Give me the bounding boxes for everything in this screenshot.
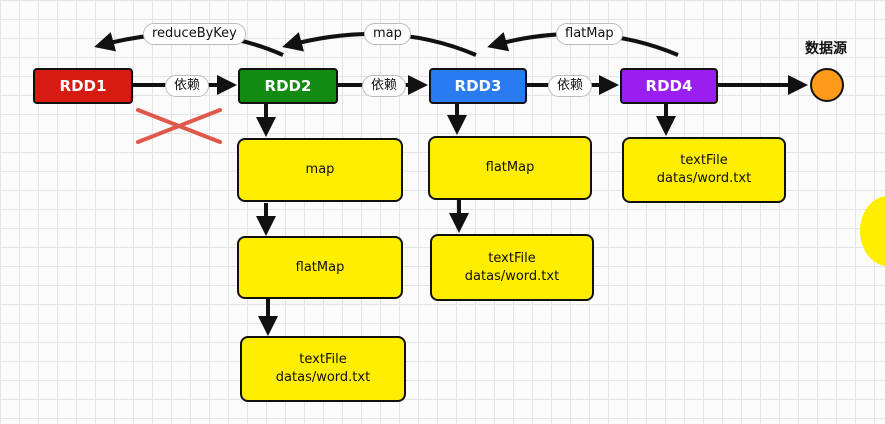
rdd2-op-textfile: textFile datas/word.txt — [240, 336, 406, 402]
rdd3-textfile-line2: datas/word.txt — [464, 268, 560, 284]
rdd3-label: RDD3 — [454, 77, 502, 95]
rdd1-box: RDD1 — [33, 68, 133, 104]
rdd3-textfile-line1: textFile — [488, 250, 536, 266]
rdd3-op-flatmap-label: flatMap — [485, 160, 535, 175]
op-label-map: map — [364, 23, 411, 45]
cross-out-mark — [136, 108, 222, 144]
rdd4-textfile-line2: datas/word.txt — [656, 171, 752, 186]
rdd2-textfile-line1: textFile — [299, 352, 347, 367]
data-source-circle — [810, 68, 844, 102]
dependency-label-3: 依赖 — [548, 75, 593, 97]
op-label-flatmap: flatMap — [556, 23, 623, 45]
dependency-label-1: 依赖 — [165, 75, 210, 97]
rdd2-op-map-label: map — [305, 162, 335, 177]
rdd4-op-textfile: textFile datas/word.txt — [622, 137, 786, 203]
rdd3-op-flatmap: flatMap — [428, 136, 592, 200]
rdd2-textfile-line2: datas/word.txt — [275, 370, 371, 385]
rdd2-label: RDD2 — [264, 77, 312, 95]
rdd4-textfile-line1: textFile — [680, 153, 728, 168]
rdd4-label: RDD4 — [645, 77, 693, 95]
rdd3-op-textfile: textFile datas/word.txt — [430, 234, 594, 301]
rdd3-box: RDD3 — [429, 68, 527, 104]
rdd4-box: RDD4 — [620, 68, 718, 104]
rdd2-op-map: map — [237, 138, 403, 202]
rdd2-op-flatmap: flatMap — [237, 236, 403, 299]
rdd2-box: RDD2 — [238, 68, 338, 104]
data-source-label: 数据源 — [805, 41, 847, 57]
rdd1-label: RDD1 — [59, 77, 107, 95]
dependency-label-2: 依赖 — [362, 75, 407, 97]
op-label-reducebykey: reduceByKey — [143, 23, 246, 45]
rdd2-op-flatmap-label: flatMap — [295, 259, 345, 275]
